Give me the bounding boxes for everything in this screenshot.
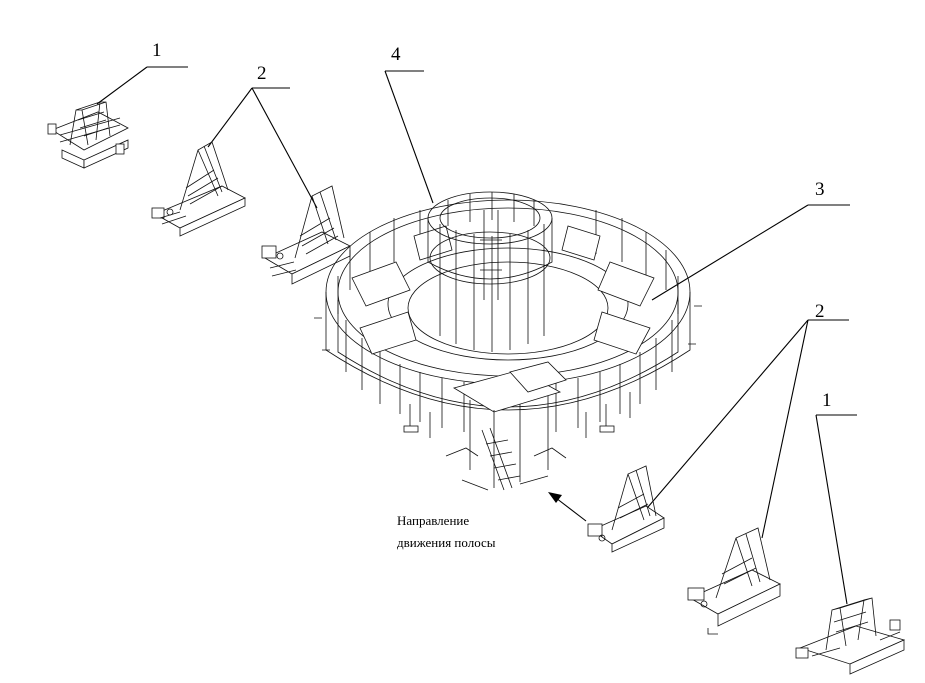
direction-arrow [548, 492, 586, 521]
unit-2-bottom-right-a [588, 466, 664, 552]
unit-2-top-left-a [152, 142, 245, 236]
callout-number: 1 [822, 390, 832, 411]
callout-number: 2 [257, 63, 267, 84]
unit-1-top-left [48, 102, 128, 168]
callout-1-top-left: 1 [97, 40, 188, 104]
callout-number: 2 [815, 301, 825, 322]
callout-number: 4 [391, 44, 401, 65]
callout-3: 3 [652, 179, 850, 300]
callout-1-bottom-right: 1 [816, 390, 857, 604]
accumulator-main [314, 192, 702, 490]
callout-number: 1 [152, 40, 162, 61]
caption-line-2: движения полосы [397, 535, 496, 550]
callout-4: 4 [385, 44, 433, 203]
caption-line-1: Направление [397, 513, 469, 528]
unit-1-bottom-right [796, 598, 904, 674]
strip-direction-caption: Направление движения полосы [397, 513, 496, 550]
unit-2-bottom-right-b [688, 528, 780, 634]
unit-2-top-left-b [262, 186, 350, 284]
callout-2-top-left: 2 [208, 63, 317, 208]
callout-number: 3 [815, 179, 825, 200]
